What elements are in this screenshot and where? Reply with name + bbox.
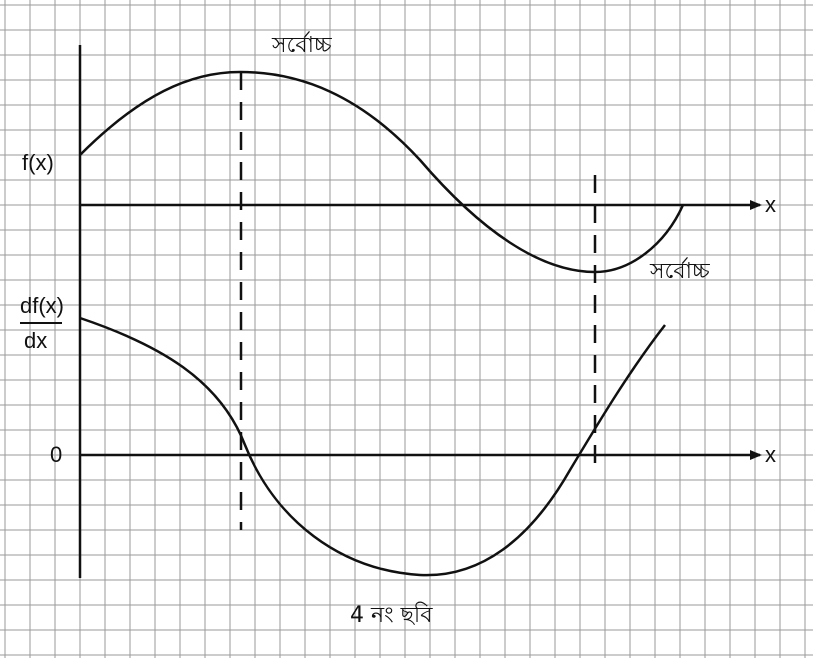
derivative-curve — [79, 316, 666, 577]
fx-label: f(x) — [22, 150, 54, 175]
fx-curve — [79, 70, 685, 274]
derivative-label-denominator: dx — [24, 328, 47, 353]
derivative-label-numerator: df(x) — [20, 293, 64, 318]
x-axis-top-label: x — [765, 192, 776, 217]
x-axis-bottom-label: x — [765, 442, 776, 467]
minimum-label: সর্বোচ্চ — [649, 257, 710, 284]
figure-caption: 4 নং ছবি — [350, 602, 433, 628]
maximum-label: সর্বোচ্চ — [271, 31, 332, 58]
zero-label: 0 — [50, 442, 62, 467]
